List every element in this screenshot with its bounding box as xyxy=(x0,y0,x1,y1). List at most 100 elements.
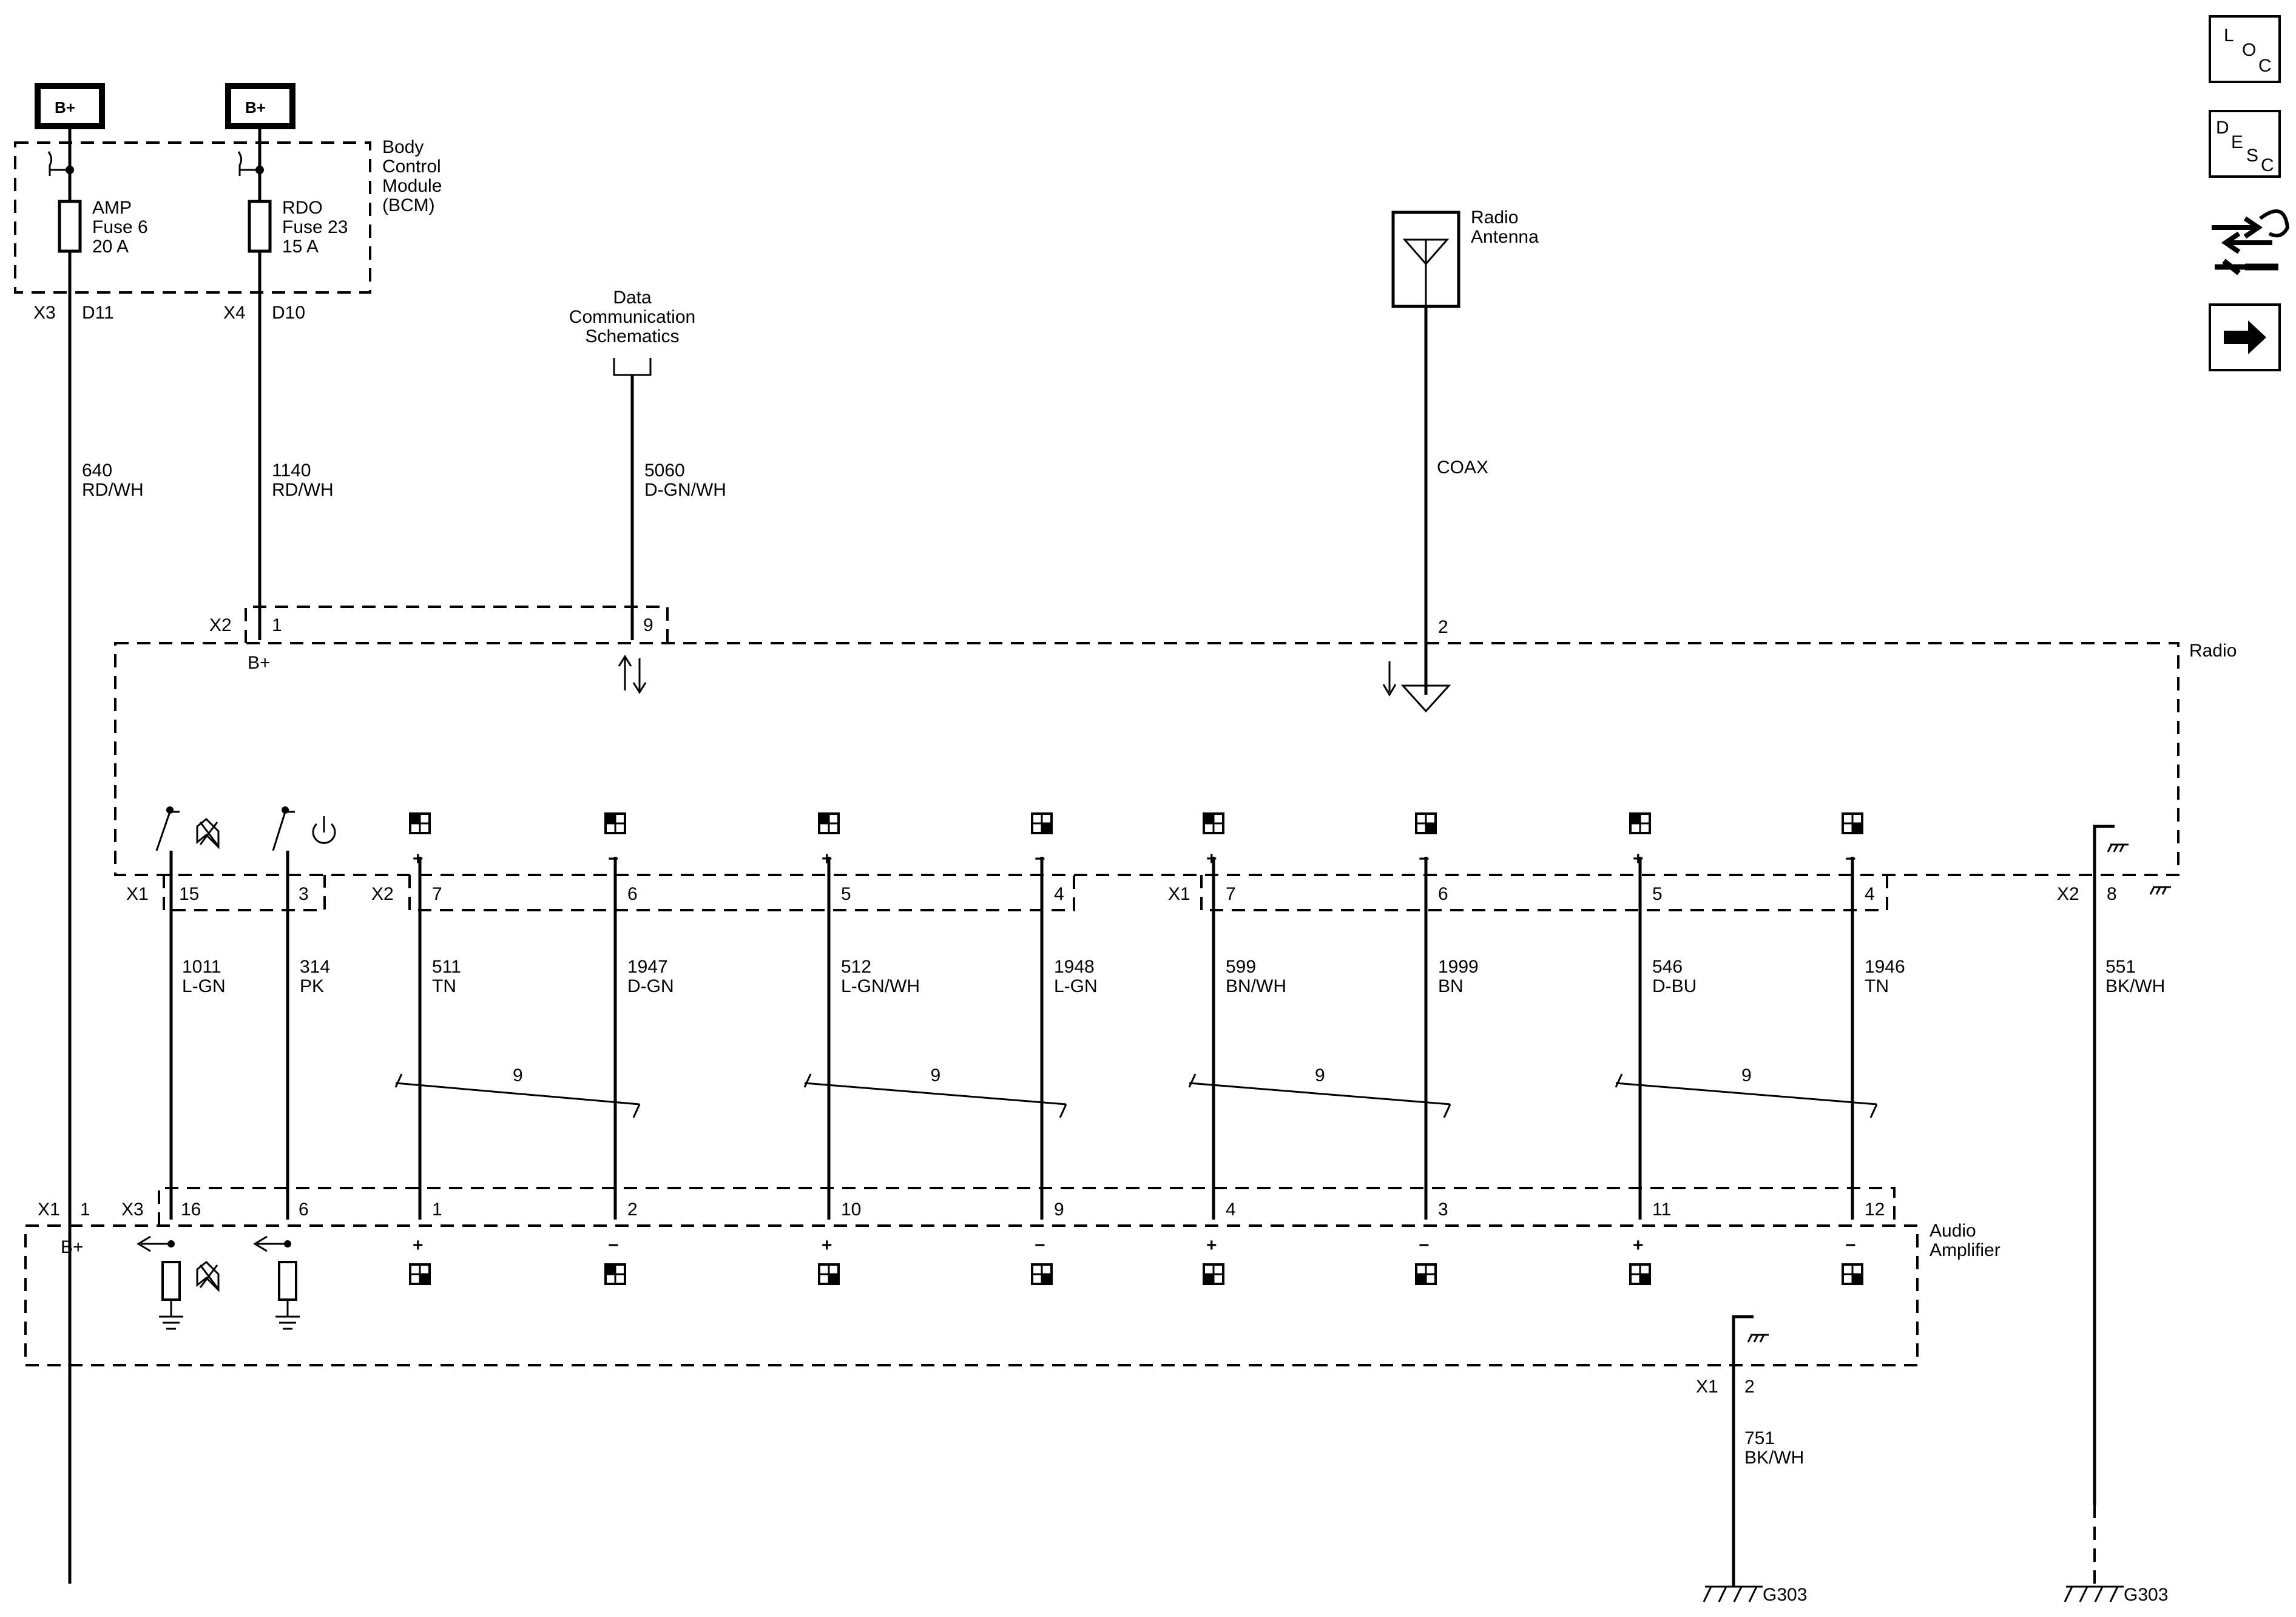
radio-connector-x1-lower-b xyxy=(1200,875,1888,911)
radio-output-terminal-icon xyxy=(1629,812,1651,834)
amp-fuse-icon xyxy=(58,200,82,253)
mute-input-arrow-icon xyxy=(137,1235,171,1252)
amplifier-bplus-label: B+ xyxy=(61,1237,84,1257)
radio-output-terminal-icon xyxy=(818,812,840,834)
mute-input-resistor-icon xyxy=(161,1261,181,1301)
bcm-title-line3: Module xyxy=(382,176,442,196)
amplifier-input-terminal-icon xyxy=(1629,1263,1651,1285)
radio-case-ground-icon xyxy=(2149,886,2171,895)
coax-label: COAX xyxy=(1437,457,1488,478)
radio-channel-pin: 4 xyxy=(1054,884,1064,904)
amplifier-connector-x1: X1 xyxy=(38,1200,60,1220)
amplifier-input-terminal-icon xyxy=(1415,1263,1437,1285)
amplifier-channel-pin: 9 xyxy=(1054,1200,1064,1220)
data-bidirectional-arrows-icon xyxy=(618,655,647,694)
radio-connector-x2-lower xyxy=(408,875,1075,911)
channel-wire-number: 1999 xyxy=(1438,957,1479,977)
amplifier-connector-x3-label: X3 xyxy=(121,1200,144,1220)
ground-g303-amp-label: G303 xyxy=(1763,1585,1807,1605)
radio-ground-x2: X2 xyxy=(2057,884,2079,904)
channel-wire-color: D-GN xyxy=(627,976,674,996)
radio-pin-9: 9 xyxy=(643,615,653,635)
twisted-pair-label: 9 xyxy=(1315,1065,1325,1085)
desc-letter-d: D xyxy=(2216,118,2229,138)
bplus-label-1: B+ xyxy=(55,98,75,116)
bplus-terminal-2: B+ xyxy=(225,83,295,129)
amp-fuse-name: AMP xyxy=(92,198,132,218)
wire-751-number: 751 xyxy=(1744,1428,1775,1448)
antenna-signal-arrow-icon xyxy=(1382,661,1397,697)
radio-pin-3: 3 xyxy=(299,884,309,904)
radio-ground-wire xyxy=(2093,825,2115,1505)
channel-wire-color: L-GN/WH xyxy=(841,976,920,996)
amplifier-input-terminal-icon xyxy=(1203,1263,1224,1285)
channel-wire-color: L-GN xyxy=(1054,976,1098,996)
amplifier-channel-pin: 2 xyxy=(627,1200,638,1220)
antenna-icon xyxy=(1402,238,1450,306)
channel-wire-number: 512 xyxy=(841,957,871,977)
radio-output-terminal-icon xyxy=(604,812,626,834)
amplifier-input-terminal-icon xyxy=(818,1263,840,1285)
channel-wire-number: 599 xyxy=(1226,957,1256,977)
bcm-pin-d11: D11 xyxy=(82,303,114,323)
twisted-pair-icon xyxy=(394,1073,641,1118)
polarity-amp: − xyxy=(1845,1235,1856,1255)
datacomm-title-line3: Schematics xyxy=(585,326,679,346)
channel-wire-number: 1947 xyxy=(627,957,668,977)
polarity-amp: − xyxy=(1419,1235,1430,1255)
mute-ground-icon xyxy=(159,1300,183,1330)
amplifier-channel-pin: 4 xyxy=(1226,1200,1236,1220)
mute-switch-icon xyxy=(155,811,180,851)
radio-pin-15: 15 xyxy=(179,884,199,904)
bplus-label-2: B+ xyxy=(245,98,266,116)
loc-button[interactable]: L O C xyxy=(2209,15,2281,83)
data-comm-link[interactable]: Data Communication Schematics xyxy=(569,288,695,376)
loc-letter-o: O xyxy=(2242,40,2256,60)
twisted-pair-label: 9 xyxy=(1741,1065,1752,1085)
radio-lower-x1-b: X1 xyxy=(1168,884,1190,904)
twisted-pair-label: 9 xyxy=(931,1065,941,1085)
amplifier-pin-16: 16 xyxy=(181,1200,201,1220)
wire-751-color: BK/WH xyxy=(1744,1448,1804,1468)
radio-channel-pin: 5 xyxy=(841,884,851,904)
wire-1140-color: RD/WH xyxy=(272,480,334,500)
radio-pin-2: 2 xyxy=(1438,617,1448,637)
nav-panel: L O C D E S C xyxy=(2209,15,2290,371)
desc-letter-s: S xyxy=(2246,146,2258,166)
twisted-pair-icon xyxy=(1188,1073,1451,1118)
polarity-amp: − xyxy=(608,1235,619,1255)
wire-1140-number: 1140 xyxy=(272,461,311,481)
ground-g303-amp-icon xyxy=(1703,1585,1763,1602)
amplifier-boundary xyxy=(24,1224,1919,1366)
bcm-connector-x4: X4 xyxy=(223,303,246,323)
mute-input-node xyxy=(167,1240,175,1247)
wire-5060-number: 5060 xyxy=(644,461,685,481)
polarity-amp: − xyxy=(1035,1235,1045,1255)
bcm-title: Body Control Module (BCM) xyxy=(382,137,442,215)
speaker-mute-icon xyxy=(196,817,220,849)
antenna-title-line2: Antenna xyxy=(1471,227,1539,247)
amplifier-title-line2: Amplifier xyxy=(1930,1240,2001,1260)
twisted-pair-icon xyxy=(803,1073,1067,1118)
channel-wire-number: 1946 xyxy=(1865,957,1905,977)
radio-pin-8: 8 xyxy=(2107,884,2117,904)
amplifier-pin-1: 1 xyxy=(80,1200,90,1220)
polarity-amp: + xyxy=(1633,1235,1644,1255)
polarity-amp: + xyxy=(413,1235,424,1255)
radio-output-terminal-icon xyxy=(1031,812,1053,834)
radio-lower-x1: X1 xyxy=(126,884,149,904)
right-arrow-icon xyxy=(2224,320,2266,354)
loc-letter-c: C xyxy=(2258,56,2272,76)
wire-1011-number: 1011 xyxy=(182,957,221,977)
amplifier-channel-pin: 1 xyxy=(432,1200,442,1220)
desc-button[interactable]: D E S C xyxy=(2209,110,2281,178)
polarity-radio: − xyxy=(1419,849,1430,869)
amplifier-ground-pin-2: 2 xyxy=(1744,1377,1755,1397)
bcm-boundary xyxy=(14,141,371,294)
exchange-arrows-icon[interactable] xyxy=(2212,209,2290,275)
amp-fuse-number: Fuse 6 xyxy=(92,217,148,237)
amplifier-ground-wire xyxy=(1732,1315,1754,1587)
radio-bplus-label: B+ xyxy=(248,653,271,673)
next-button[interactable] xyxy=(2209,303,2281,371)
radio-boundary xyxy=(114,642,2180,876)
